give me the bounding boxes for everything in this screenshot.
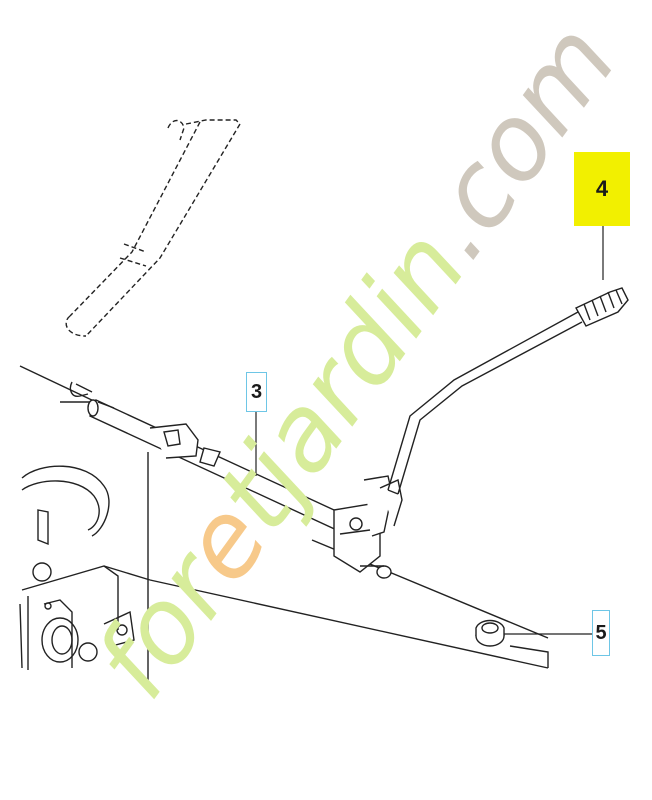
callout-part-5: 5 — [592, 610, 610, 656]
watermark: foretjardin.com — [72, 1, 640, 719]
svg-text:foretjardin.com: foretjardin.com — [72, 1, 640, 719]
mid-bracket — [149, 423, 221, 467]
callout-part-4: 4 — [574, 152, 630, 226]
shift-lever-rod — [387, 311, 583, 495]
lever-bracket — [333, 475, 403, 579]
callout-part-3: 3 — [246, 372, 267, 412]
bushing — [475, 619, 505, 647]
dashed-tube-outline — [65, 119, 241, 337]
left-bracket-plate — [21, 465, 135, 670]
lever-knob — [575, 287, 629, 327]
